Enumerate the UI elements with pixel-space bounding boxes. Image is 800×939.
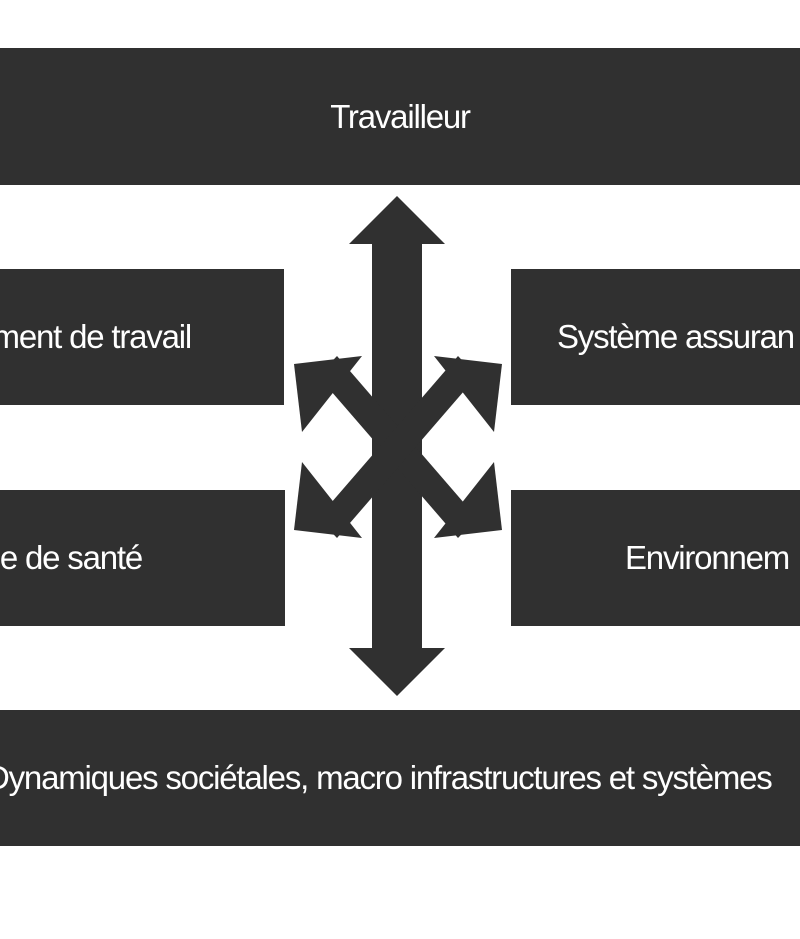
box-travailleur-label: Travailleur xyxy=(330,97,471,135)
arrow-head-up-right xyxy=(434,356,502,432)
box-environnement: Environnem xyxy=(511,490,800,626)
box-environnement-label: Environnem xyxy=(625,539,790,576)
arrow-head-down-right xyxy=(434,462,502,538)
arrow-head-down-left xyxy=(294,462,362,538)
arrow-head-up-left xyxy=(294,356,362,432)
box-systeme-assurance: Système assuran xyxy=(511,269,800,405)
box-systeme-de-sante-label: e de santé xyxy=(0,539,143,576)
box-systeme-assurance-label: Système assuran xyxy=(557,318,795,355)
box-dynamiques-societales: Dynamiques sociétales, macro infrastruct… xyxy=(0,710,800,846)
arrow-shaft-diagonal-b xyxy=(318,356,477,538)
arrow-head-up xyxy=(349,196,445,244)
arrow-head-down xyxy=(349,648,445,696)
box-environnement-de-travail-label: nment de travail xyxy=(0,318,192,355)
box-environnement-de-travail: nment de travail xyxy=(0,269,284,405)
box-systeme-de-sante: e de santé xyxy=(0,490,285,626)
box-dynamiques-societales-label: Dynamiques sociétales, macro infrastruct… xyxy=(0,759,773,796)
box-travailleur: Travailleur xyxy=(0,48,800,185)
